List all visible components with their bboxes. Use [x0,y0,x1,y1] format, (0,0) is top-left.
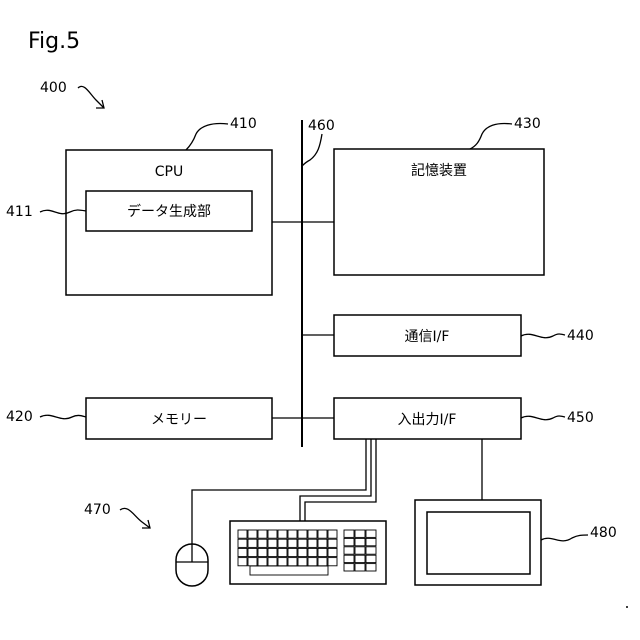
keyboard-key [250,566,328,575]
keyboard-key [328,558,337,566]
keyboard-key [355,547,365,554]
keyboard-key [366,538,376,545]
keyboard-key [298,548,307,556]
keyboard-key [318,558,327,566]
keyboard-key [328,548,337,556]
keyboard-key [318,539,327,547]
monitor-icon [415,500,541,585]
keyboard-key [344,564,354,571]
communication-interface-label: 通信I/F [405,329,450,345]
mouse-icon [176,544,208,586]
ref-440-leader [521,334,565,338]
ref-450: 450 [567,410,594,426]
keyboard-key [278,539,287,547]
ref-440: 440 [567,328,594,344]
keyboard-key [248,539,257,547]
ref-460: 460 [308,118,335,134]
ref-480-leader [541,535,588,541]
ref-450-leader [521,416,565,420]
ref-411: 411 [6,204,33,220]
keyboard-key [288,558,297,566]
keyboard-key [308,548,317,556]
keyboard-key [308,539,317,547]
ref-420: 420 [6,409,33,425]
keyboard-key [288,530,297,538]
memory-label: メモリー [151,412,207,428]
keyboard-key [366,547,376,554]
keyboard-key [298,558,307,566]
keyboard-key [318,548,327,556]
cpu-label: CPU [155,164,183,180]
corner-mark [626,606,628,608]
keyboard-key [258,558,267,566]
ref-470-arrow [120,508,150,528]
keyboard-key [344,538,354,545]
ref-420-leader [40,415,86,418]
keyboard-key [258,539,267,547]
ref-430: 430 [514,116,541,132]
keyboard-key [258,548,267,556]
keyboard-key [308,530,317,538]
keyboard-key [318,530,327,538]
keyboard-key [268,548,277,556]
ref-410: 410 [230,116,257,132]
ref-480: 480 [590,525,617,541]
keyboard-key [268,539,277,547]
keyboard-key [248,548,257,556]
keyboard-key [268,558,277,566]
io-interface-label: 入出力I/F [398,412,457,428]
keyboard-key [328,530,337,538]
ref-460-leader [302,134,322,166]
keyboard-key [328,539,337,547]
ref-410-leader [186,123,228,150]
storage-label: 記憶装置 [411,162,467,179]
keyboard-key [258,530,267,538]
keyboard-key [278,548,287,556]
keyboard-key [278,558,287,566]
keyboard-key [238,548,247,556]
keyboard-key [355,564,365,571]
keyboard-key [288,539,297,547]
keyboard-cable-a [300,439,371,521]
keyboard-key [248,530,257,538]
keyboard-key [366,530,376,537]
keyboard-key [238,558,247,566]
keyboard-key [298,539,307,547]
keyboard-key [238,530,247,538]
keyboard-key [308,558,317,566]
ref-470: 470 [84,502,111,518]
keyboard-key [268,530,277,538]
ref-430-leader [470,123,512,149]
keyboard-key [366,564,376,571]
keyboard-key [355,530,365,537]
keyboard-key [288,548,297,556]
keyboard-key [248,558,257,566]
keyboard-key [238,539,247,547]
keyboard-key [355,555,365,562]
ref-400-arrow [78,86,104,108]
keyboard-icon [230,521,386,584]
keyboard-key [344,555,354,562]
keyboard-key [344,530,354,537]
keyboard-key [355,538,365,545]
data-generation-unit-label: データ生成部 [127,203,211,220]
keyboard-key [344,547,354,554]
keyboard-key [278,530,287,538]
keyboard-key [366,555,376,562]
figure-title: Fig.5 [28,29,80,54]
ref-400: 400 [40,80,67,96]
keyboard-key [298,530,307,538]
